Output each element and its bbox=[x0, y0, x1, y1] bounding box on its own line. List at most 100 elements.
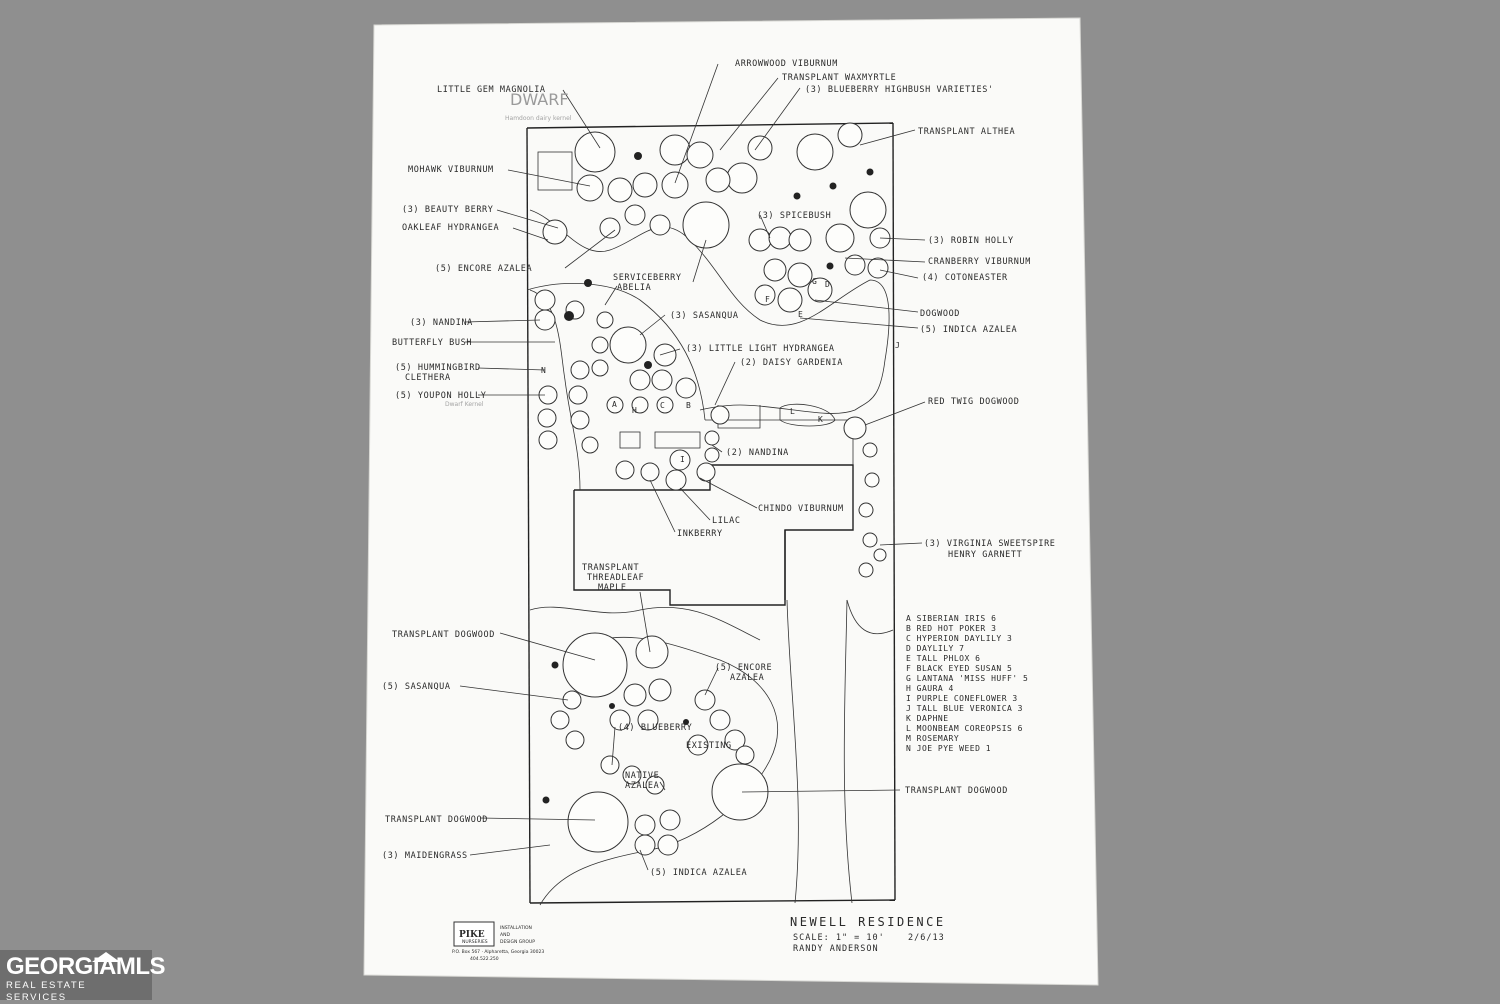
watermark-brand: GEORGIAMLS bbox=[6, 953, 166, 980]
label-daisy-gardenia: (2) DAISY GARDENIA bbox=[740, 358, 843, 368]
label-serviceberry: SERVICEBERRY bbox=[613, 273, 682, 283]
label-sasanqua-mid: (3) SASANQUA bbox=[670, 311, 739, 321]
bed-letter: D bbox=[825, 280, 830, 289]
leader-lines bbox=[459, 63, 926, 871]
driveway bbox=[786, 599, 894, 904]
legend-item: N JOE PYE WEED 1 bbox=[906, 744, 991, 753]
label-transplant-dogwood-1: TRANSPLANT DOGWOOD bbox=[392, 630, 495, 640]
label-henry-garnett: HENRY GARNETT bbox=[948, 550, 1022, 560]
label-arrowwood: ARROWWOOD VIBURNUM bbox=[735, 59, 838, 69]
bed-letter: N bbox=[541, 366, 546, 375]
label-transplant-threadleaf-1: TRANSPLANT bbox=[582, 563, 639, 573]
company-address: P.O. Box 567 · Alpharetta, Georgia 30023 bbox=[452, 949, 544, 955]
company-block: PIKE NURSERIES INSTALLATION AND DESIGN G… bbox=[452, 921, 544, 962]
company-line1: INSTALLATION bbox=[500, 925, 532, 931]
label-butterfly-bush: BUTTERFLY BUSH bbox=[392, 338, 472, 348]
label-cotoneaster: (4) COTONEASTER bbox=[922, 273, 1008, 283]
label-clethera: CLETHERA bbox=[405, 373, 451, 383]
label-nandina-mid: (2) NANDINA bbox=[726, 448, 789, 458]
plan-title: NEWELL RESIDENCE bbox=[790, 915, 946, 929]
label-robin-holly: (3) ROBIN HOLLY bbox=[928, 236, 1014, 246]
legend-item: A SIBERIAN IRIS 6 bbox=[906, 614, 996, 623]
bed-letter: K bbox=[818, 415, 823, 424]
plan-designer: RANDY ANDERSON bbox=[793, 944, 879, 954]
label-lilac: LILAC bbox=[712, 516, 741, 526]
legend-item: E TALL PHLOX 6 bbox=[906, 654, 980, 663]
company-line2: AND bbox=[500, 932, 510, 938]
handwritten-notes: DWARF Hamdoon dairy kernel Dwarf Kernel bbox=[445, 90, 572, 408]
label-red-twig: RED TWIG DOGWOOD bbox=[928, 397, 1019, 407]
pike-logo-box bbox=[453, 921, 495, 947]
watermark-sub: REAL ESTATE SERVICES bbox=[6, 980, 87, 1003]
label-nandina-left: (3) NANDINA bbox=[410, 318, 473, 328]
company-line3: DESIGN GROUP bbox=[500, 939, 535, 945]
legend-item: M ROSEMARY bbox=[906, 734, 959, 743]
label-transplant-threadleaf-2: THREADLEAF bbox=[587, 573, 644, 583]
bed-letter: C bbox=[660, 401, 665, 410]
plan-date: 2/6/13 bbox=[908, 933, 945, 943]
note-dwarf: DWARF bbox=[510, 90, 569, 109]
note-dwarf-sub: Hamdoon dairy kernel bbox=[505, 115, 572, 122]
label-blueberry-highbush: (3) BLUEBERRY HIGHBUSH VARIETIES' bbox=[805, 85, 994, 95]
label-indica-azalea-bottom: (5) INDICA AZALEA bbox=[650, 868, 747, 878]
bed-letter: H bbox=[632, 406, 637, 415]
label-transplant-waxmyrtle: TRANSPLANT WAXMYRTLE bbox=[782, 73, 896, 83]
label-little-light: (3) LITTLE LIGHT HYDRANGEA bbox=[686, 344, 835, 354]
paper-sheet bbox=[363, 17, 1099, 986]
legend-item: B RED HOT POKER 3 bbox=[906, 624, 996, 633]
label-maidengrass: (3) MAIDENGRASS bbox=[382, 851, 468, 861]
bed-letter: L bbox=[790, 407, 795, 416]
label-native-azalea-2: AZALEA bbox=[625, 781, 659, 791]
label-yaupon: (5) YOUPON HOLLY bbox=[395, 391, 486, 401]
label-encore-azalea-top: (5) ENCORE AZALEA bbox=[435, 264, 532, 274]
label-transplant-dogwood-3: TRANSPLANT DOGWOOD bbox=[385, 815, 488, 825]
label-mohawk: MOHAWK VIBURNUM bbox=[408, 165, 494, 175]
plant-symbols bbox=[534, 122, 891, 856]
label-indica-azalea-top: (5) INDICA AZALEA bbox=[920, 325, 1017, 335]
bed-letter: F bbox=[765, 295, 770, 304]
dark-accent-dots bbox=[542, 152, 874, 804]
label-encore-bottom-1: (5) ENCORE bbox=[715, 663, 772, 673]
bed-letter: B bbox=[686, 401, 691, 410]
legend-item: L MOONBEAM COREOPSIS 6 bbox=[906, 724, 1023, 733]
label-virginia-sweetspire: (3) VIRGINIA SWEETSPIRE bbox=[924, 539, 1056, 549]
label-cranberry: CRANBERRY VIBURNUM bbox=[928, 257, 1031, 267]
label-oakleaf: OAKLEAF HYDRANGEA bbox=[402, 223, 499, 233]
legend-item: J TALL BLUE VERONICA 3 bbox=[906, 704, 1023, 713]
label-hummingbird: (5) HUMMINGBIRD bbox=[395, 363, 481, 373]
label-blueberry-bottom: (4) BLUEBERRY bbox=[618, 723, 692, 733]
label-sasanqua-bottom: (5) SASANQUA bbox=[382, 682, 451, 692]
label-abelia: ABELIA bbox=[617, 283, 651, 293]
label-spicebush: (3) SPICEBUSH bbox=[757, 211, 831, 221]
label-transplant-threadleaf-3: MAPLE bbox=[598, 583, 627, 593]
perennial-legend: A SIBERIAN IRIS 6 B RED HOT POKER 3 C HY… bbox=[906, 614, 1028, 753]
label-dogwood: DOGWOOD bbox=[920, 309, 960, 319]
legend-item: D DAYLILY 7 bbox=[906, 644, 964, 653]
legend-item: F BLACK EYED SUSAN 5 bbox=[906, 664, 1012, 673]
title-block: NEWELL RESIDENCE SCALE: 1" = 10' 2/6/13 … bbox=[790, 915, 946, 954]
company-phone: 404.522.250 bbox=[470, 956, 499, 962]
legend-item: C HYPERION DAYLILY 3 bbox=[906, 634, 1012, 643]
legend-item: G LANTANA 'MISS HUFF' 5 bbox=[906, 674, 1028, 683]
legend-item: K DAPHNE bbox=[906, 714, 949, 723]
label-chindo: CHINDO VIBURNUM bbox=[758, 504, 844, 514]
bed-letter: A bbox=[612, 400, 617, 409]
bed-letter: E bbox=[798, 310, 803, 319]
plant-labels: ARROWWOOD VIBURNUM TRANSPLANT WAXMYRTLE … bbox=[382, 59, 1056, 878]
label-inkberry: INKBERRY bbox=[677, 529, 723, 539]
bed-letter: G bbox=[812, 277, 817, 286]
property-boundary bbox=[526, 122, 896, 904]
pike-logo-sub: NURSERIES bbox=[462, 939, 488, 945]
label-transplant-althea: TRANSPLANT ALTHEA bbox=[918, 127, 1015, 137]
plan-scale: SCALE: 1" = 10' bbox=[793, 933, 885, 943]
label-native-azalea-1: NATIVE bbox=[625, 771, 659, 781]
legend-item: H GAURA 4 bbox=[906, 684, 954, 693]
pike-logo: PIKE bbox=[459, 930, 485, 940]
label-encore-bottom-2: AZALEA bbox=[730, 673, 764, 683]
label-existing: EXISTING bbox=[686, 741, 732, 751]
house-roof-icon bbox=[92, 952, 120, 962]
label-beauty-berry: (3) BEAUTY BERRY bbox=[402, 205, 493, 215]
note-yaupon-sub: Dwarf Kernel bbox=[445, 401, 484, 408]
